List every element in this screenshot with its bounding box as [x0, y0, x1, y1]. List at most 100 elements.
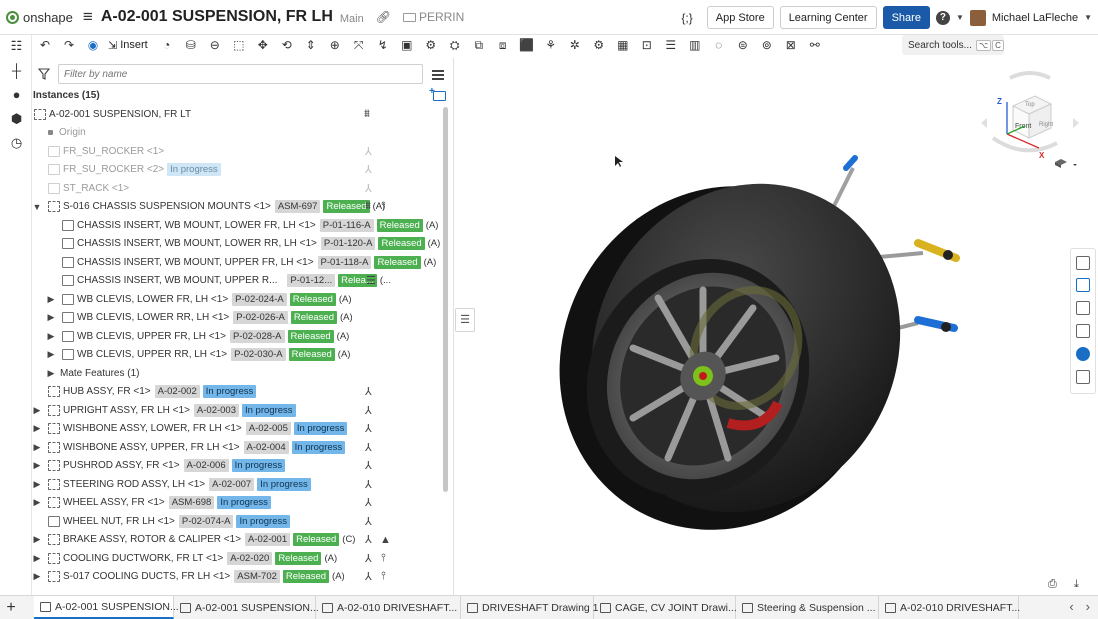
properties-icon[interactable]: [1076, 256, 1090, 270]
cylindrical-mate-icon[interactable]: ⟲: [281, 38, 292, 52]
bom-panel-icon[interactable]: [1076, 324, 1090, 338]
tab-cage-drawing[interactable]: CAGE, CV JOINT Drawi...: [594, 596, 737, 619]
list-item[interactable]: ▶ Mate Features (1): [32, 364, 444, 383]
onshape-logo[interactable]: onshape: [6, 10, 73, 25]
folder-breadcrumb[interactable]: PERRIN: [402, 10, 464, 24]
mate-status-icon[interactable]: ⅄: [365, 478, 372, 491]
chevron-right-icon[interactable]: ▶: [33, 552, 41, 563]
learning-center-button[interactable]: Learning Center: [779, 6, 877, 29]
explode-view-icon[interactable]: ✲: [569, 38, 580, 52]
variables-icon[interactable]: [1076, 370, 1090, 384]
help-icon[interactable]: ?: [935, 10, 950, 25]
interference-icon[interactable]: ⊚: [761, 38, 772, 52]
list-item[interactable]: A-02-001 SUSPENSION, FR LT ⩩: [32, 105, 444, 124]
list-item[interactable]: ST_RACK <1> ⅄: [32, 179, 444, 198]
limit-icon[interactable]: ⊜: [737, 38, 748, 52]
list-item[interactable]: CHASSIS INSERT, WB MOUNT, UPPER R... P-0…: [32, 272, 444, 291]
chevron-right-icon[interactable]: ▶: [47, 367, 55, 378]
mate-connector-tool-icon[interactable]: ⚘: [545, 38, 557, 52]
list-item[interactable]: ▶ WISHBONE ASSY, LOWER, FR LH <1> A-02-0…: [32, 420, 444, 439]
render-studio-icon[interactable]: [1076, 347, 1090, 361]
list-item[interactable]: CHASSIS INSERT, WB MOUNT, UPPER FR, LH <…: [32, 253, 444, 272]
revolute-mate-icon[interactable]: ⊖: [209, 38, 220, 52]
view-cube-menu-icon[interactable]: [1055, 159, 1077, 168]
parts-icon[interactable]: ⬢: [10, 111, 23, 126]
gear-relation-icon[interactable]: ⛭: [449, 37, 460, 52]
bom-icon[interactable]: ☰: [665, 38, 677, 52]
print-icon[interactable]: ⎙: [1048, 578, 1057, 590]
list-item[interactable]: ▼ S-016 CHASSIS SUSPENSION MOUNTS <1> AS…: [32, 198, 444, 217]
feature-list-icon[interactable]: ☷: [10, 38, 23, 53]
list-item[interactable]: ▶ BRAKE ASSY, ROTOR & CALIPER <1> A-02-0…: [32, 531, 444, 550]
rack-pinion-icon[interactable]: ⧉: [474, 37, 484, 52]
chevron-right-icon[interactable]: ▶: [47, 349, 55, 360]
fixed-icon[interactable]: ⩩: [364, 107, 370, 120]
tab-drawing-suspension[interactable]: A-02-001 SUSPENSION...: [174, 596, 319, 619]
list-item[interactable]: WHEEL NUT, FR LH <1> P-02-074-A In progr…: [32, 512, 444, 531]
list-item[interactable]: FR_SU_ROCKER <1> ⅄: [32, 142, 444, 161]
mate-status-icon[interactable]: ⅄: [365, 182, 372, 195]
app-store-button[interactable]: App Store: [706, 6, 774, 29]
mate-status-icon[interactable]: ⅄: [365, 515, 372, 528]
user-name[interactable]: Michael LaFleche: [991, 11, 1079, 24]
avatar[interactable]: [969, 9, 986, 26]
mate-status-icon[interactable]: ⅄: [365, 404, 372, 417]
chevron-right-icon[interactable]: ▶: [33, 497, 41, 508]
bom-row-icon[interactable]: ☰: [366, 275, 376, 288]
add-instance-icon[interactable]: [429, 86, 446, 101]
list-item[interactable]: Origin: [32, 124, 444, 143]
document-title[interactable]: A-02-001 SUSPENSION, FR LH: [100, 8, 333, 25]
mate-connector-icon[interactable]: ┼: [11, 63, 22, 78]
list-item[interactable]: ▶ WB CLEVIS, LOWER RR, LH <1> P-02-026-A…: [32, 309, 444, 328]
link-icon[interactable]: 🔗︎: [375, 10, 391, 24]
list-item[interactable]: ▶ WISHBONE ASSY, UPPER, FR LH <1> A-02-0…: [32, 438, 444, 457]
pin-slot-mate-icon[interactable]: ⇕: [305, 38, 316, 52]
chevron-right-icon[interactable]: ›: [1085, 599, 1090, 614]
history-icon[interactable]: ◷: [10, 135, 23, 150]
list-item[interactable]: CHASSIS INSERT, WB MOUNT, LOWER FR, LH <…: [32, 216, 444, 235]
slider-mate-icon[interactable]: ⬚: [233, 38, 245, 52]
pin-icon[interactable]: ⫯: [381, 570, 386, 583]
mate-status-icon[interactable]: ⅄: [365, 423, 372, 436]
mate-values-icon[interactable]: ⊠: [785, 38, 796, 52]
filter-icon[interactable]: [37, 68, 51, 80]
chevron-right-icon[interactable]: ▶: [33, 460, 41, 471]
list-view-icon[interactable]: [432, 70, 444, 80]
pin-icon[interactable]: ⫯: [381, 200, 386, 213]
list-item[interactable]: ▶ S-017 COOLING DUCTS, FR LH <1> ASM-702…: [32, 568, 444, 587]
section-view-icon[interactable]: ▦: [617, 38, 629, 52]
relation-icon[interactable]: ⚙: [425, 38, 437, 52]
chevron-down-icon[interactable]: ▼: [32, 201, 42, 212]
panel-scrollbar[interactable]: [443, 107, 448, 492]
parallel-mate-icon[interactable]: ⤧: [353, 37, 364, 52]
tab-driveshaft-drawing[interactable]: DRIVESHAFT Drawing 1: [461, 596, 599, 619]
chevron-right-icon[interactable]: ▶: [33, 478, 41, 489]
chevron-right-icon[interactable]: ▶: [47, 312, 55, 323]
panel-toggle-icon[interactable]: ☰: [455, 308, 475, 332]
redo-icon[interactable]: ↷: [63, 38, 75, 52]
view-cube-right[interactable]: Right: [1039, 122, 1053, 128]
list-item[interactable]: ▶ COOLING DUCTWORK, FR LT <1> A-02-020 R…: [32, 549, 444, 568]
tab-assembly-suspension[interactable]: A-02-001 SUSPENSION...: [34, 596, 179, 619]
screw-relation-icon[interactable]: ⧈: [498, 37, 507, 52]
tab-driveshaft-assembly[interactable]: A-02-010 DRIVESHAFT...: [316, 596, 461, 619]
mate-status-icon[interactable]: ⅄: [365, 534, 372, 547]
list-item[interactable]: ▶ WB CLEVIS, UPPER FR, LH <1> P-02-028-A…: [32, 327, 444, 346]
share-button[interactable]: Share: [882, 6, 930, 29]
comments-icon[interactable]: ●: [12, 87, 21, 102]
list-item[interactable]: ▶ WB CLEVIS, LOWER FR, LH <1> P-02-024-A…: [32, 290, 444, 309]
mate-status-icon[interactable]: ⅄: [365, 164, 372, 177]
view-cube-top[interactable]: Top: [1025, 102, 1035, 108]
insert-button[interactable]: ⇲ Insert: [108, 39, 148, 52]
list-item[interactable]: CHASSIS INSERT, WB MOUNT, LOWER RR, LH <…: [32, 235, 444, 254]
replicate-icon[interactable]: ◔: [163, 38, 171, 52]
display-state-icon[interactable]: ⚯: [809, 38, 820, 52]
mate-status-icon[interactable]: ⅄: [365, 460, 372, 473]
tangent-mate-icon[interactable]: ↯: [377, 38, 388, 52]
mate-status-icon[interactable]: ⅄: [365, 552, 372, 565]
animate-icon[interactable]: ◌: [715, 38, 723, 52]
user-chevron-down-icon[interactable]: ▼: [1084, 13, 1092, 22]
branch-label[interactable]: Main: [339, 12, 364, 25]
list-item[interactable]: ▶ STEERING ROD ASSY, LH <1> A-02-007 In …: [32, 475, 444, 494]
fastened-mate-icon[interactable]: ⛁: [185, 38, 196, 52]
